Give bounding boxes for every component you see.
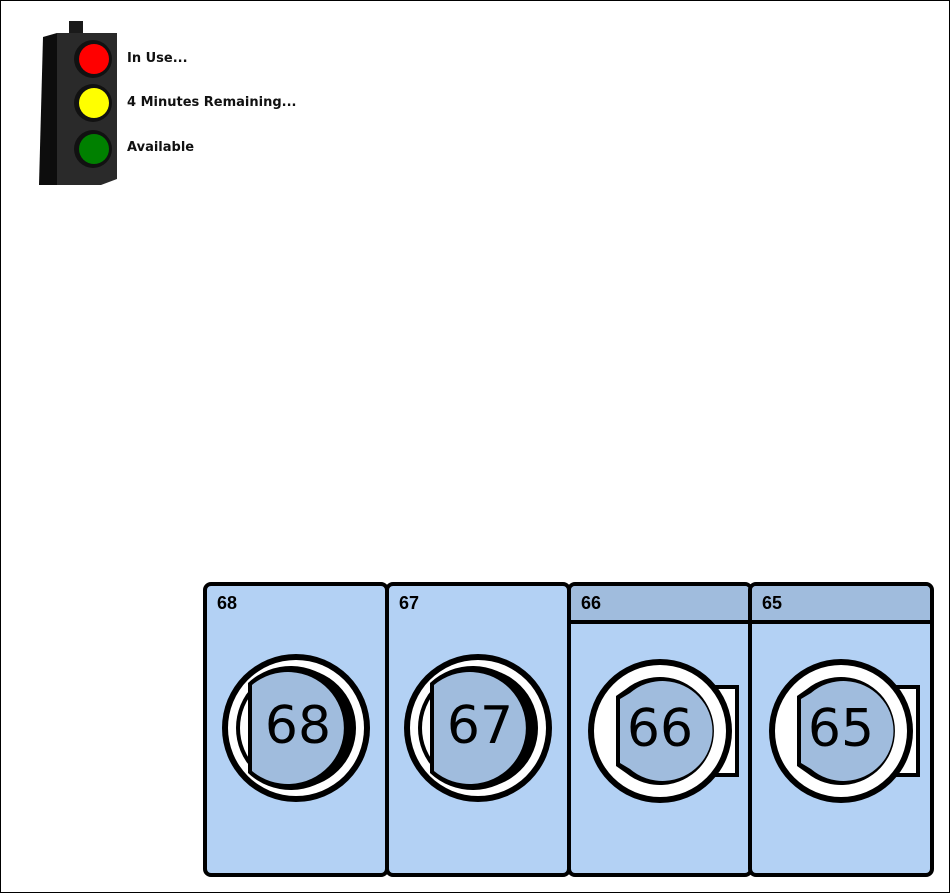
red-light-icon xyxy=(79,44,109,74)
green-light-icon xyxy=(79,134,109,164)
machine-65[interactable]: 65 65 xyxy=(748,582,934,877)
washer-door-icon xyxy=(588,659,739,803)
control-panel xyxy=(752,586,930,624)
machine-number-label: 65 xyxy=(762,593,783,613)
door-number-label: 65 xyxy=(807,699,875,759)
control-panel xyxy=(571,586,749,624)
yellow-light-icon xyxy=(79,88,109,118)
dryer-door-icon xyxy=(404,654,552,802)
machine-number-label: 67 xyxy=(399,593,420,613)
machine-number-label: 66 xyxy=(581,593,602,613)
machine-68[interactable]: 68 68 xyxy=(203,582,389,877)
dryer-door-icon xyxy=(222,654,370,802)
traffic-light-icon xyxy=(39,21,117,185)
machine-66[interactable]: 66 66 xyxy=(567,582,753,877)
legend-label-in-use: In Use... xyxy=(127,51,188,66)
status-legend: In Use... 4 Minutes Remaining... Availab… xyxy=(35,19,335,189)
legend-label-minutes-remaining: 4 Minutes Remaining... xyxy=(127,95,297,110)
washer-door-icon xyxy=(769,659,920,803)
door-number-label: 66 xyxy=(626,699,694,759)
legend-label-available: Available xyxy=(127,140,195,155)
machine-67[interactable]: 67 67 xyxy=(385,582,571,877)
door-number-label: 67 xyxy=(446,696,514,756)
machine-number-label: 68 xyxy=(217,593,238,613)
door-number-label: 68 xyxy=(264,696,332,756)
